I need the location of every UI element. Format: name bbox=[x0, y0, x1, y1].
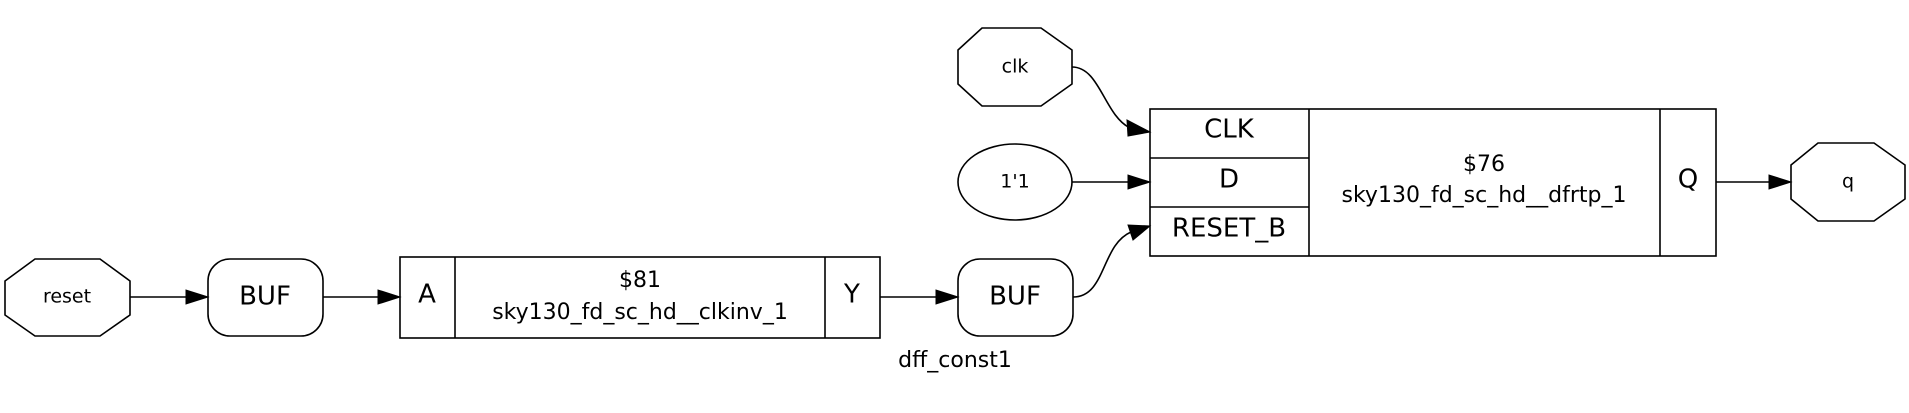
cell-dff-port-reset-b: RESET_B bbox=[1172, 214, 1286, 244]
diagram-title: dff_const1 bbox=[898, 348, 1012, 373]
buffer-reset: BUF bbox=[207, 258, 324, 337]
input-port-reset: reset bbox=[4, 258, 131, 337]
cell-dff-id: $76 bbox=[1463, 152, 1505, 177]
output-port-q-label: q bbox=[1842, 171, 1854, 193]
buffer-out-label: BUF bbox=[989, 282, 1041, 312]
cell-clkinv-id: $81 bbox=[619, 268, 661, 293]
buffer-reset-label: BUF bbox=[239, 282, 291, 312]
cell-clkinv-type: sky130_fd_sc_hd__clkinv_1 bbox=[492, 300, 788, 325]
input-port-clk-label: clk bbox=[1002, 56, 1029, 78]
wire-clk-to-dff bbox=[1071, 66, 1152, 137]
cell-dff-port-q: Q bbox=[1678, 165, 1698, 195]
wire-const-to-d bbox=[1072, 174, 1152, 190]
constant-label: 1'1 bbox=[1000, 171, 1029, 193]
output-port-q: q bbox=[1790, 142, 1906, 222]
cell-dff-type: sky130_fd_sc_hd__dfrtp_1 bbox=[1342, 183, 1627, 208]
cell-clkinv: A $81 sky130_fd_sc_hd__clkinv_1 Y bbox=[399, 256, 881, 339]
constant-node: 1'1 bbox=[957, 143, 1073, 221]
cell-dff-port-d: D bbox=[1219, 165, 1239, 195]
cell-clkinv-port-y: Y bbox=[843, 280, 860, 310]
input-port-reset-label: reset bbox=[43, 286, 91, 308]
wire-buf-to-clkinv bbox=[323, 289, 402, 305]
input-port-clk: clk bbox=[957, 27, 1073, 107]
buffer-out: BUF bbox=[957, 258, 1074, 337]
wire-dff-to-q bbox=[1716, 174, 1793, 190]
cell-dff: CLK D RESET_B $76 sky130_fd_sc_hd__dfrtp… bbox=[1149, 108, 1717, 257]
cell-dff-port-clk: CLK bbox=[1204, 115, 1255, 145]
wire-reset-to-buf bbox=[130, 289, 210, 305]
wire-buf-to-reset bbox=[1072, 224, 1152, 298]
wire-clkinv-to-buf bbox=[880, 289, 960, 305]
cell-clkinv-port-a: A bbox=[418, 280, 436, 310]
